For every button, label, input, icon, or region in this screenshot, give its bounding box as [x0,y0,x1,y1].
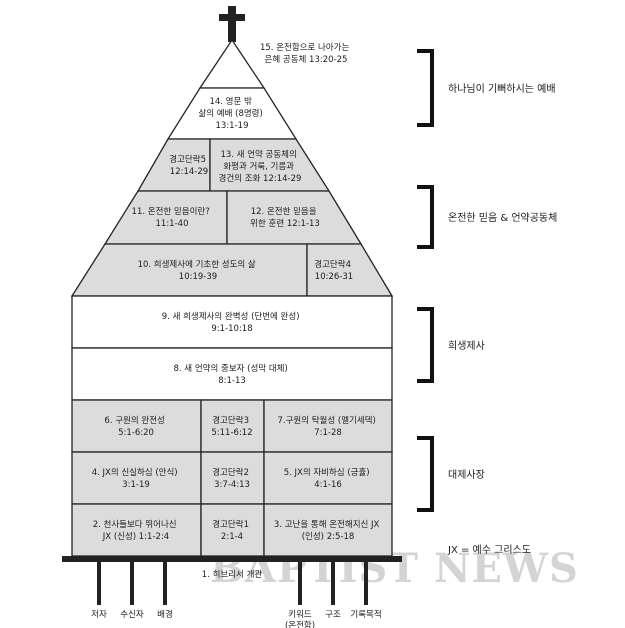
pillar-label-keyword-sub: (온전함) [285,620,315,628]
pillar-label-structure: 구조 [325,610,341,620]
section-4-box [71,451,202,505]
pillar-label-background: 배경 [157,609,173,620]
warning-1-box [200,503,265,557]
warning-4-label: 경고단락4 10:26-31 [314,259,353,282]
warning-1-label: 경고단락1 2:1-4 [212,519,251,542]
warning-4-box [306,243,394,297]
pillar-label-purpose: 기록목적 [350,609,381,620]
section-6-box [71,399,202,453]
pillar-label-recipients: 수신자 [120,610,144,620]
side-label-worship: 하나님이 기뻐하시는 예배 [448,82,556,95]
warning-3-box [200,399,265,453]
foundation-bar [62,556,402,562]
section-6-label: 6. 구원의 완전성 5:1-6:20 [104,415,167,438]
side-label-high-priest: 대제사장 [448,469,485,481]
legend-jx: JX = 예수 그리스도 [447,544,531,556]
side-label-faith-community: 온전한 믿음 & 언약공동체 [448,212,557,224]
section-11-box [103,190,228,245]
section-14-label: 14. 영문 밖 삶의 예배 (8명령) 13:1-19 [198,96,265,131]
warning-2-label: 경고단락2 3:7-4:13 [212,467,251,490]
cross-icon [219,6,245,42]
section-4-label: 4. JX의 신실하심 (안식) 3:1-19 [92,467,181,490]
section-5-label: 5. JX의 자비하심 (긍휼) 4:1-16 [284,467,373,490]
section-7-label: 7.구원의 탁월성 (멜기세덱) 7:1-28 [277,415,378,438]
section-7-box [263,399,393,453]
section-5-box [263,451,393,505]
section-3-label: 3. 고난을 통해 온전해지신 JX (인성) 2:5-18 [274,519,382,542]
section-1-label: 1. 히브리서 개관 [202,569,263,580]
section-3-box [263,503,393,557]
section-9-box [71,295,393,349]
section-8-label: 8. 새 언약의 중보자 (성막 대체) 8:1-13 [174,363,291,386]
warning-2-box [200,451,265,505]
side-label-sacrifice: 희생제사 [448,340,485,352]
section-15-label: 15. 온전함으로 나아가는 은혜 공동체 13:20-25 [260,42,352,65]
warning-5-label: 경고단락5 12:14-29 [169,154,208,177]
section-10-label: 10. 희생제사에 기초한 성도의 삶 10:19-39 [138,259,259,282]
section-9-label: 9. 새 희생제사의 완벽성 (단번에 완성) 9:1-10:18 [162,311,302,334]
section-12-label: 12. 온전한 믿음을 위한 훈련 12:1-13 [250,206,320,229]
section-2-label: 2. 천사들보다 뛰어나신 JX (신성) 1:1-2:4 [93,519,180,542]
warning-5-box [136,138,211,192]
foundation-pillars [97,562,368,605]
warning-3-label: 경고단락3 5:11-6:12 [211,415,252,438]
section-10-box [70,243,308,297]
section-8-box [71,347,393,401]
section-13-label: 13. 새 언약 공동체의 화평과 거룩, 기름과 경건의 조화 12:14-2… [219,149,302,184]
side-brackets [417,49,434,512]
roof-apex [198,38,266,89]
section-12-box [226,190,363,245]
section-11-label: 11. 온전한 믿음이란? 11:1-40 [132,206,213,229]
section-2-box [71,503,202,557]
pillar-label-keyword: 키워드 [288,610,312,620]
pillar-label-author: 저자 [91,610,107,620]
